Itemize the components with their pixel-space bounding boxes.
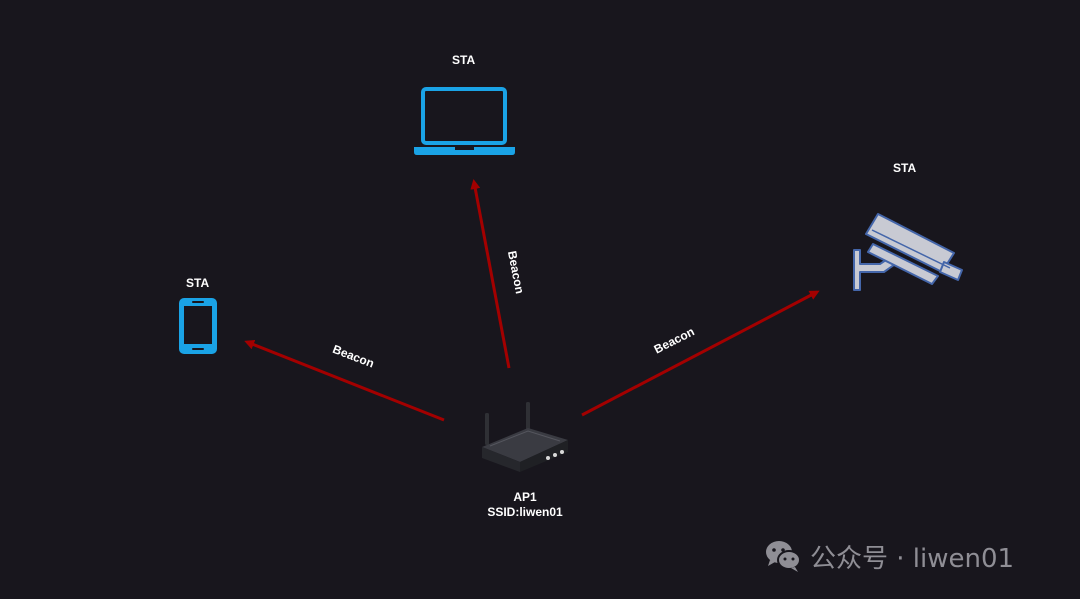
- arrow-ap-to-laptop: [470, 179, 511, 369]
- ap-ssid: SSID:liwen01: [487, 505, 563, 519]
- arrow-ap-to-camera: [581, 290, 820, 417]
- arrow-ap-to-phone: [244, 339, 445, 422]
- sta-label-laptop: STA: [452, 53, 476, 67]
- security-camera-icon: [853, 213, 963, 291]
- ap-name: AP1: [513, 490, 537, 504]
- sta-label-camera: STA: [893, 161, 917, 175]
- beacon-label-phone: Beacon: [331, 342, 376, 371]
- wechat-icon: [766, 541, 801, 572]
- smartphone-icon: [179, 298, 217, 354]
- beacon-label-laptop: Beacon: [505, 250, 527, 295]
- ap-label: AP1 SSID:liwen01: [465, 490, 585, 520]
- router-icon: [482, 402, 568, 472]
- watermark: 公众号 · liwen01: [764, 536, 1014, 576]
- beacon-label-camera: Beacon: [652, 324, 697, 356]
- sta-label-phone: STA: [186, 276, 210, 290]
- watermark-text: 公众号 · liwen01: [810, 543, 1015, 574]
- laptop-icon: [414, 87, 515, 155]
